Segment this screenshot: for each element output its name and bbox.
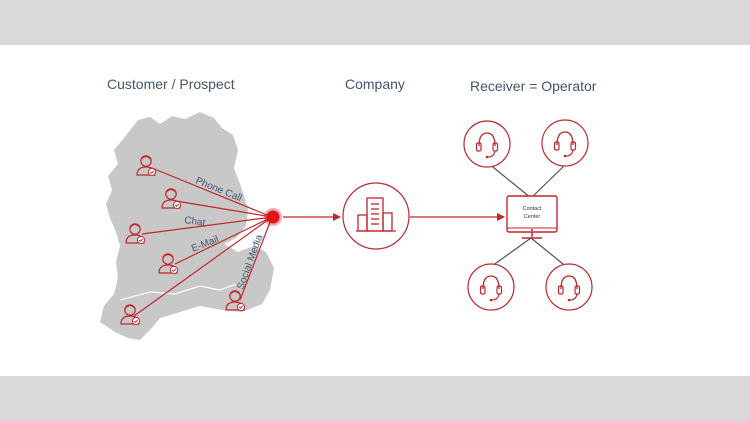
connection-line-3	[141, 216, 273, 235]
customer-heading: Customer / Prospect	[107, 76, 235, 92]
company-circle	[342, 182, 410, 250]
region-map	[100, 112, 274, 340]
connector-operator-2	[530, 165, 565, 199]
contact-center-label-line2: Center	[524, 214, 541, 220]
building-icon	[356, 197, 396, 232]
receiver-heading: Receiver = Operator	[470, 78, 597, 94]
headset-icon	[545, 263, 593, 311]
connection-line-5	[133, 216, 273, 317]
channel-label-chat: Chat	[184, 215, 207, 229]
connector-operator-1	[487, 162, 532, 199]
company-heading: Company	[345, 76, 405, 92]
bottom-band	[0, 376, 750, 421]
connector-operator-4	[530, 237, 569, 269]
contact-center-label-line1: Contact	[523, 206, 542, 212]
headset-icon	[467, 263, 515, 311]
hub-dot	[266, 210, 280, 224]
connection-line-4	[174, 216, 273, 265]
connection-line-1	[151, 167, 273, 218]
top-band	[0, 0, 750, 45]
connector-operator-3	[491, 237, 532, 267]
region-border	[119, 283, 237, 301]
connection-line-2	[175, 200, 273, 218]
contact-center-monitor	[506, 195, 558, 239]
headset-icon	[541, 119, 589, 167]
headset-icon	[463, 120, 511, 168]
connection-line-6	[239, 216, 273, 301]
